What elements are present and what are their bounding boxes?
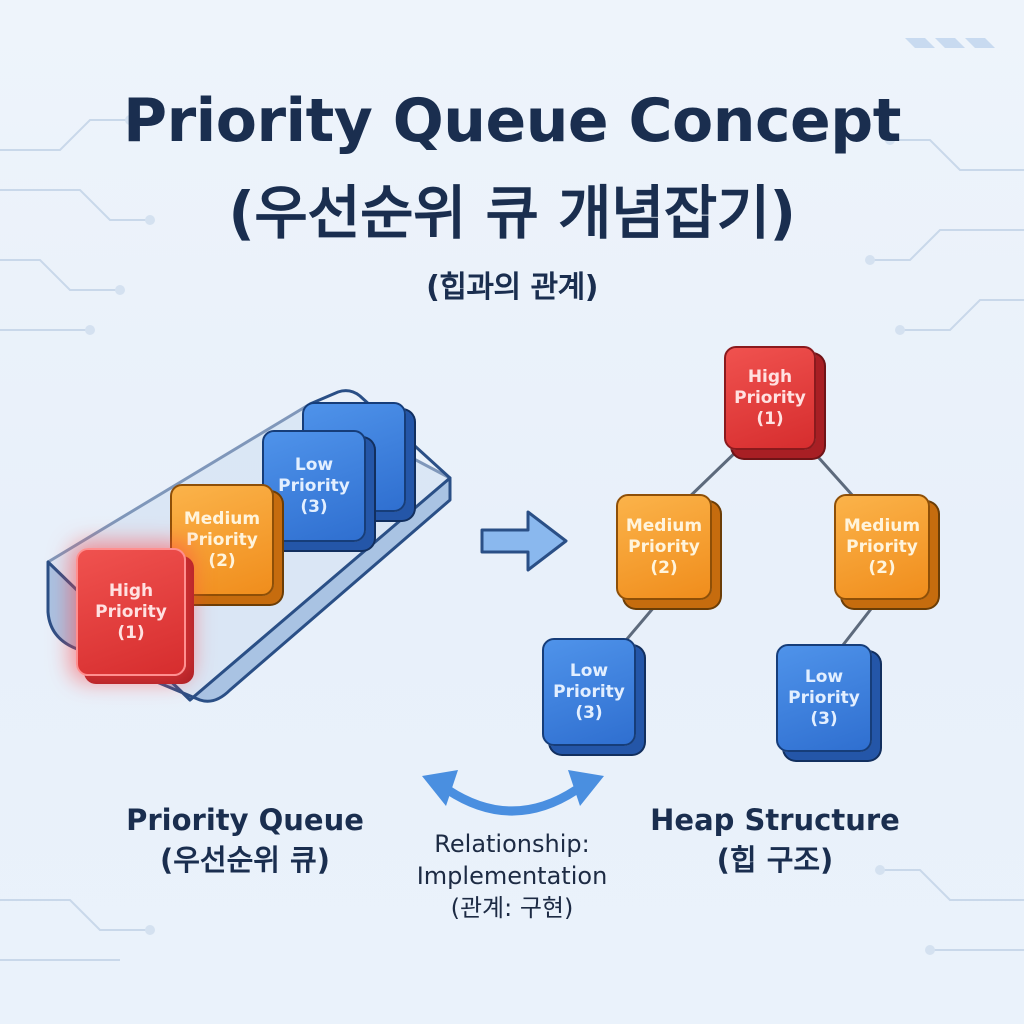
heap-structure-label: Heap Structure (힙 구조) [640, 800, 910, 880]
queue-item-low-line2: Priority [278, 475, 350, 496]
heap-node-root-line3: (1) [756, 408, 784, 429]
heap-node-left-line2: Priority [628, 536, 700, 557]
right-arrow-icon [480, 510, 568, 572]
relationship-line1: Relationship: [434, 830, 590, 858]
heap-node-left: Medium Priority (2) [616, 494, 712, 600]
bidirectional-arrow-icon [422, 770, 604, 816]
priority-queue-label: Priority Queue (우선순위 큐) [110, 800, 380, 880]
heap-structure-label-en: Heap Structure [650, 803, 900, 837]
heap-node-root-line1: High [747, 366, 793, 387]
heap-node-left-child-line1: Low [569, 660, 609, 681]
relationship-line3: (관계: 구현) [450, 894, 574, 922]
queue-item-medium-line1: Medium [183, 508, 261, 529]
page-title-korean: (우선순위 큐 개념잡기) [228, 179, 796, 247]
heap-node-root-line2: Priority [734, 387, 806, 408]
heap-node-left-child-line3: (3) [575, 702, 603, 723]
priority-queue-label-ko: (우선순위 큐) [159, 843, 330, 877]
heap-node-right-child-line1: Low [804, 666, 844, 687]
heap-node-right-child: Low Priority (3) [776, 644, 872, 752]
queue-item-low: Low Priority (3) [262, 430, 366, 542]
heap-node-left-line3: (2) [650, 557, 678, 578]
queue-item-high-line3: (1) [117, 622, 145, 643]
heap-node-left-line1: Medium [625, 515, 703, 536]
heap-node-root: High Priority (1) [724, 346, 816, 450]
heap-node-right-child-line3: (3) [810, 708, 838, 729]
heap-node-right-child-line2: Priority [788, 687, 860, 708]
relationship-label: Relationship: Implementation (관계: 구현) [392, 828, 632, 924]
heap-node-right: Medium Priority (2) [834, 494, 930, 600]
queue-item-low-line1: Low [294, 454, 334, 475]
queue-item-high: High Priority (1) [76, 548, 186, 676]
heap-node-right-line2: Priority [846, 536, 918, 557]
priority-queue-label-en: Priority Queue [126, 803, 364, 837]
page-title: Priority Queue Concept [123, 86, 901, 156]
queue-item-medium-line3: (2) [208, 550, 236, 571]
queue-item-high-line2: Priority [95, 601, 167, 622]
queue-item-high-line1: High [108, 580, 154, 601]
relationship-line2: Implementation [416, 862, 608, 890]
heap-structure-label-ko: (힙 구조) [716, 843, 834, 877]
heap-node-left-child-line2: Priority [553, 681, 625, 702]
page-subtitle: (힙과의 관계) [426, 270, 598, 305]
queue-item-low-line3: (3) [300, 496, 328, 517]
heap-node-right-line3: (2) [868, 557, 896, 578]
queue-item-medium: Medium Priority (2) [170, 484, 274, 596]
heap-node-left-child: Low Priority (3) [542, 638, 636, 746]
heap-node-right-line1: Medium [843, 515, 921, 536]
queue-item-medium-line2: Priority [186, 529, 258, 550]
